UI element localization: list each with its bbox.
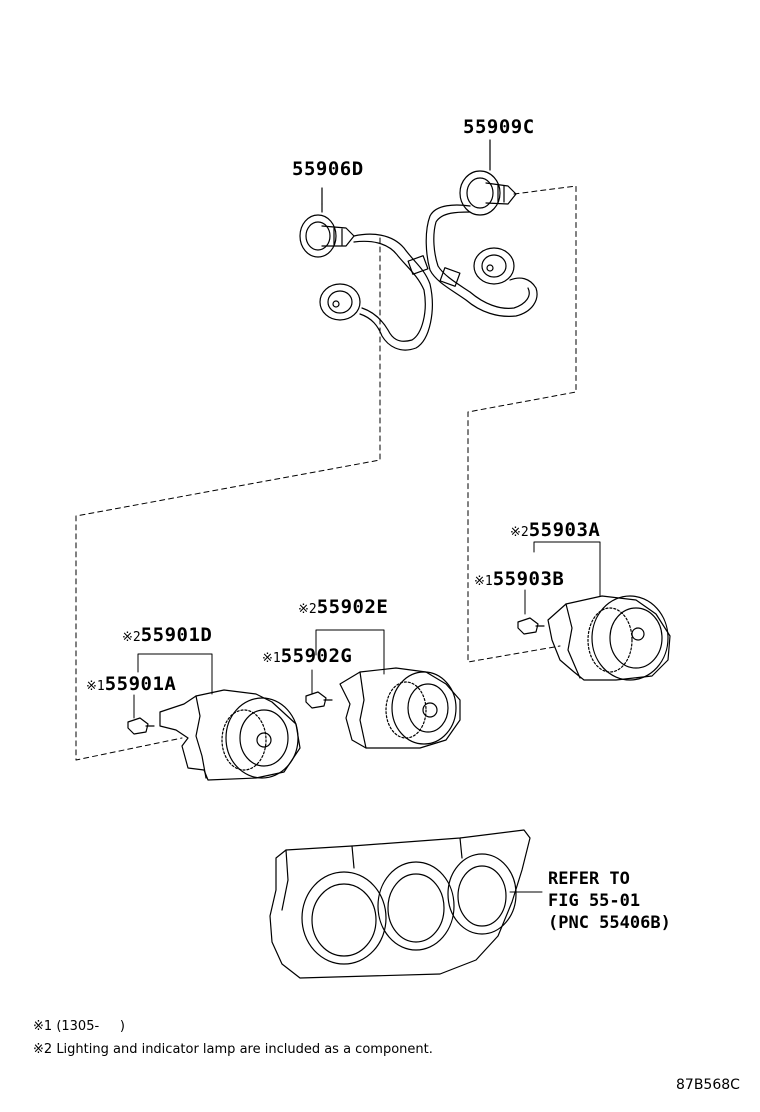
part-code: 55906D bbox=[292, 158, 364, 180]
note-mark: ※1 bbox=[474, 574, 493, 589]
part-code: 55902G bbox=[280, 645, 353, 667]
refer-line-1: REFER TO bbox=[548, 869, 630, 889]
note-mark: ※1 bbox=[262, 651, 281, 666]
part-label-55902g: ※155902G bbox=[262, 647, 352, 666]
part-code: 55903B bbox=[492, 568, 565, 590]
footnote-mark: ※1 bbox=[33, 1019, 53, 1034]
knob-switch-55901 bbox=[127, 689, 301, 781]
part-code: 55901D bbox=[140, 624, 213, 646]
note-mark: ※1 bbox=[86, 679, 105, 694]
dashed-guide-lines bbox=[75, 185, 577, 761]
refer-to-callout: REFER TO FIG 55-01 (PNC 55406B) bbox=[548, 868, 671, 934]
part-label-55906d: 55906D bbox=[292, 160, 364, 179]
footnote-mark: ※2 bbox=[33, 1042, 53, 1057]
bulb-socket-55906d bbox=[299, 203, 355, 258]
note-mark: ※2 bbox=[122, 630, 141, 645]
part-code: 55909C bbox=[463, 116, 535, 138]
bulb-socket-55909c bbox=[459, 139, 517, 216]
part-label-55901d: ※255901D bbox=[122, 626, 212, 645]
refer-line-3: (PNC 55406B) bbox=[548, 913, 671, 933]
part-label-55901a: ※155901A bbox=[86, 675, 176, 694]
note-mark: ※2 bbox=[298, 602, 317, 617]
knob-switch-55902 bbox=[305, 667, 461, 749]
part-label-55902e: ※255902E bbox=[298, 598, 388, 617]
figure-id: 87B568C bbox=[676, 1077, 740, 1093]
footnote-text: (1305- ) bbox=[56, 1019, 125, 1034]
footnote-2: ※2 Lighting and indicator lamp are inclu… bbox=[33, 1043, 433, 1056]
note-mark: ※2 bbox=[510, 525, 529, 540]
footnote-1: ※1 (1305- ) bbox=[33, 1020, 125, 1033]
part-label-55903a: ※255903A bbox=[510, 521, 600, 540]
part-code: 55903A bbox=[528, 519, 601, 541]
footnote-text: Lighting and indicator lamp are included… bbox=[56, 1042, 433, 1057]
refer-line-2: FIG 55-01 bbox=[548, 891, 641, 911]
control-panel-bezel bbox=[269, 829, 531, 979]
part-label-55909c: 55909C bbox=[463, 118, 535, 137]
part-code: 55902E bbox=[316, 596, 389, 618]
bulb-socket-harness bbox=[299, 139, 538, 351]
part-label-55903b: ※155903B bbox=[474, 570, 564, 589]
knob-switch-55903 bbox=[517, 595, 671, 681]
part-code: 55901A bbox=[104, 673, 177, 695]
